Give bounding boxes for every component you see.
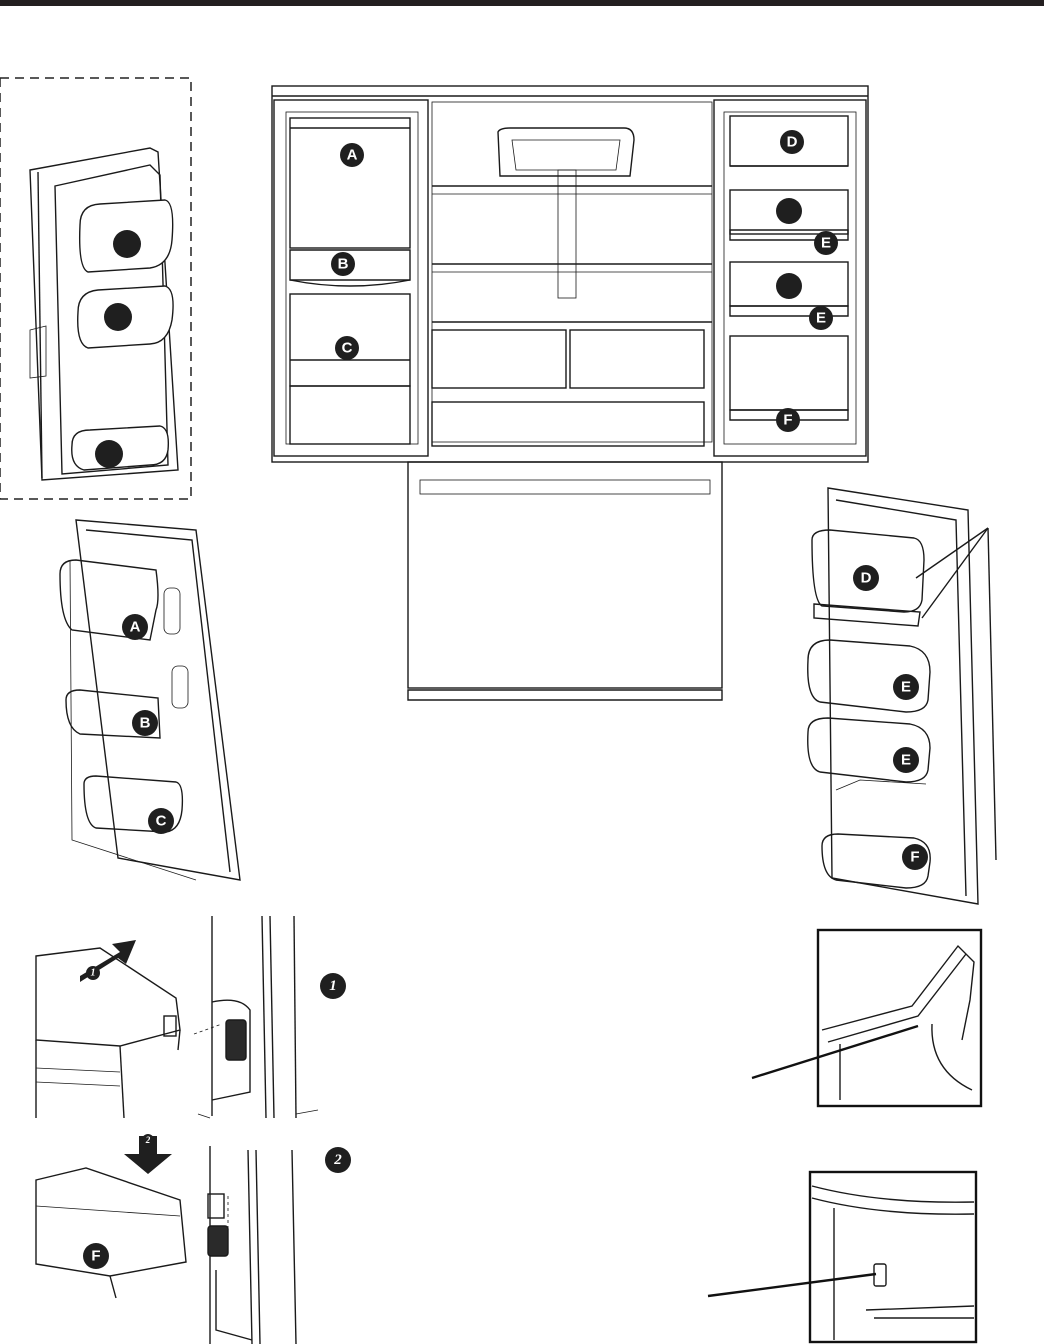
left-door-badge-a-text: A [130, 619, 141, 636]
main-badge-e-2: E [809, 306, 833, 330]
right-door-badge-d: D [853, 565, 879, 591]
dispenser-door-inset [0, 78, 191, 499]
main-badge-a: A [340, 143, 364, 167]
right-door-badge-f: F [902, 844, 928, 870]
install-step-1-illustration [36, 916, 296, 1118]
step-2-arrow-marker: 2 [142, 1134, 154, 1146]
main-badge-d: D [780, 130, 804, 154]
main-badge-b: B [331, 252, 355, 276]
main-badge-b-text: B [338, 256, 349, 273]
right-door-badge-e-2-text: E [901, 752, 911, 769]
inset-bin-badge-3 [95, 440, 123, 468]
step-1-arrow-marker-text: 1 [91, 968, 96, 979]
right-door-badge-f-text: F [910, 849, 919, 866]
main-badge-blank-1 [776, 198, 802, 224]
step-2-arrow-marker-text: 2 [145, 1135, 151, 1145]
step-1-badge: 1 [320, 973, 346, 999]
inset-bin-badge-2 [104, 303, 132, 331]
left-door-badge-c: C [148, 808, 174, 834]
main-badge-a-text: A [347, 147, 358, 164]
inset-bin-badge-1 [113, 230, 141, 258]
main-badge-e-1-text: E [821, 235, 831, 252]
step-2-badge-text: 2 [333, 1152, 342, 1168]
main-badge-c-text: C [342, 340, 353, 357]
detail-view-door-button [708, 1172, 976, 1342]
step-1-arrow-marker: 1 [86, 966, 100, 980]
step-1-badge-text: 1 [329, 978, 337, 994]
install-step-2-illustration [36, 1110, 318, 1344]
step-2-bin-badge-f: F [83, 1243, 109, 1269]
left-door-badge-b: B [132, 710, 158, 736]
left-door-badge-b-text: B [140, 715, 151, 732]
right-door-badge-e-2: E [893, 747, 919, 773]
refrigerator-front-view [272, 86, 868, 700]
main-badge-d-text: D [787, 134, 798, 151]
detail-view-bin-tab [752, 930, 981, 1106]
main-badge-e-1: E [814, 231, 838, 255]
left-door-badge-c-text: C [156, 813, 167, 830]
main-badge-blank-2 [776, 273, 802, 299]
right-door-badge-e-1: E [893, 674, 919, 700]
step-2-bin-badge-f-text: F [91, 1248, 100, 1265]
right-door-badge-e-1-text: E [901, 679, 911, 696]
left-door-badge-a: A [122, 614, 148, 640]
main-badge-c: C [335, 336, 359, 360]
step-2-badge: 2 [325, 1147, 351, 1173]
main-badge-e-2-text: E [816, 310, 826, 327]
main-badge-f-text: F [783, 412, 792, 429]
right-door-badge-d-text: D [861, 570, 872, 587]
main-badge-f: F [776, 408, 800, 432]
